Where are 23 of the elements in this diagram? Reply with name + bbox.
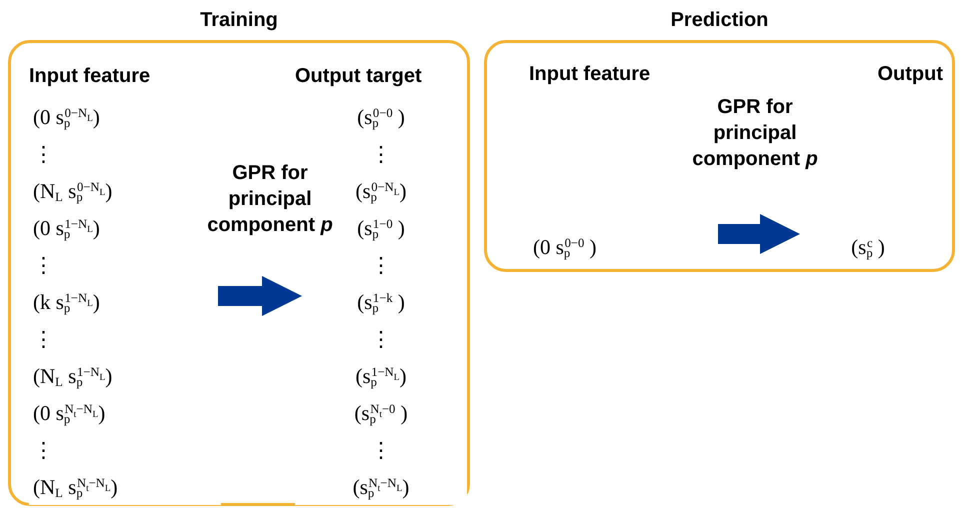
vector-expression: (s$_{p}$$^{1−0}$ ) xyxy=(357,218,405,238)
edge-label: GPR for principal component p xyxy=(691,95,819,172)
ellipsis-dots: ⋮ xyxy=(33,328,54,350)
ellipsis-dots: ⋮ xyxy=(370,440,392,460)
ellipsis-dots: ⋮ xyxy=(370,144,392,164)
vector-expression: (s$_{p}$$^{1−k}$ ) xyxy=(357,292,405,312)
panel-title: Training xyxy=(199,8,279,33)
vector-expression: (s$_{p}$$^{0−0}$ ) xyxy=(357,106,405,128)
block-arrow xyxy=(218,276,302,316)
ellipsis-dots: ⋮ xyxy=(33,254,54,276)
vector-expression: (s$_{p}$$^{c}$ ) xyxy=(851,236,885,258)
column-heading: Input feature xyxy=(529,62,650,87)
vector-expression: (0 s$_{p}$$^{0−0}$ ) xyxy=(533,236,597,258)
column-heading: Output xyxy=(877,62,943,87)
ellipsis-dots: ⋮ xyxy=(33,440,54,460)
block-arrow xyxy=(718,214,800,254)
ellipsis-dots: ⋮ xyxy=(370,328,392,350)
ellipsis-dots: ⋮ xyxy=(33,144,54,164)
panel-title: Prediction xyxy=(670,8,770,33)
column-heading: Input feature xyxy=(29,64,150,89)
ellipsis-dots: ⋮ xyxy=(370,254,392,276)
edge-label: GPR for principal component p xyxy=(206,161,334,238)
column-heading: Output target xyxy=(295,64,422,89)
